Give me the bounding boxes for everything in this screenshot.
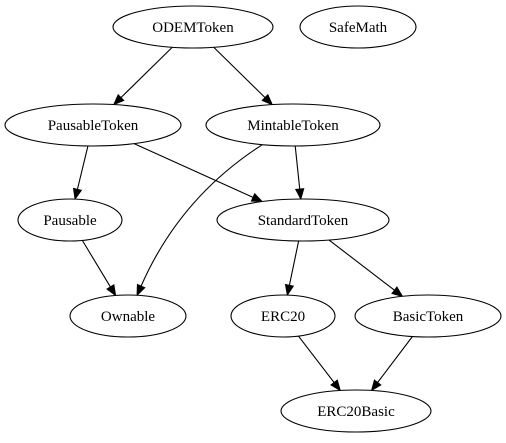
- arrowhead-icon: [391, 286, 404, 298]
- arrowhead-icon: [112, 93, 125, 106]
- node-ellipse: [17, 198, 123, 242]
- edge-line: [76, 145, 89, 190]
- edge-mintabletoken-to-standardtoken: [294, 145, 305, 201]
- node-mintabletoken: MintableToken: [205, 103, 381, 147]
- node-ellipse: [299, 5, 417, 49]
- arrowhead-icon: [261, 93, 274, 106]
- edge-line: [288, 240, 300, 286]
- node-label: BasicToken: [393, 309, 464, 325]
- node-label: ODEMToken: [152, 20, 234, 36]
- node-ellipse: [354, 294, 502, 338]
- arrowhead-icon: [284, 283, 295, 297]
- node-ellipse: [4, 103, 182, 147]
- arrowhead-icon: [106, 284, 117, 297]
- edge-basictoken-to-erc20basic: [370, 336, 413, 392]
- edge-line: [140, 144, 263, 287]
- node-label: ERC20: [261, 309, 305, 325]
- arrowhead-icon: [294, 188, 305, 201]
- edge-line: [294, 145, 301, 190]
- arrowhead-icon: [370, 379, 382, 392]
- node-pausabletoken: PausableToken: [4, 103, 182, 147]
- node-ellipse: [69, 294, 187, 338]
- edge-standardtoken-to-basictoken: [328, 239, 404, 298]
- edge-line: [213, 46, 266, 99]
- edge-line: [377, 336, 413, 383]
- edge-odem-to-pausabletoken: [112, 46, 173, 106]
- node-basictoken: BasicToken: [354, 294, 502, 338]
- node-erc20: ERC20: [230, 294, 336, 338]
- node-label: ERC20Basic: [317, 404, 395, 420]
- edge-line: [328, 239, 395, 291]
- node-ellipse: [205, 103, 381, 147]
- edge-pausable-to-ownable: [81, 240, 117, 297]
- arrowhead-icon: [250, 192, 264, 203]
- edge-mintabletoken-to-ownable: [136, 144, 263, 297]
- node-ellipse: [230, 294, 336, 338]
- node-label: Pausable: [43, 213, 97, 229]
- node-ellipse: [216, 198, 390, 242]
- edge-pausabletoken-to-pausable: [72, 145, 89, 201]
- arrowhead-icon: [330, 379, 342, 392]
- edge-erc20-to-erc20basic: [297, 335, 342, 392]
- edge-standardtoken-to-erc20: [284, 240, 300, 297]
- node-safemath: SafeMath: [299, 5, 417, 49]
- node-erc20basic: ERC20Basic: [280, 389, 432, 433]
- edge-line: [297, 335, 335, 383]
- node-label: StandardToken: [258, 213, 349, 229]
- node-odem: ODEMToken: [112, 5, 274, 49]
- node-ellipse: [280, 389, 432, 433]
- edge-odem-to-mintabletoken: [213, 46, 274, 106]
- node-label: Ownable: [101, 309, 155, 325]
- edge-line: [133, 143, 254, 198]
- arrowhead-icon: [72, 187, 83, 201]
- node-ownable: Ownable: [69, 294, 187, 338]
- edge-line: [120, 46, 173, 98]
- node-label: SafeMath: [329, 20, 388, 36]
- edge-line: [81, 240, 111, 288]
- node-ellipse: [112, 5, 274, 49]
- node-label: PausableToken: [48, 118, 139, 134]
- edge-pausabletoken-to-standardtoken: [133, 143, 264, 203]
- node-standardtoken: StandardToken: [216, 198, 390, 242]
- node-label: MintableToken: [247, 118, 339, 134]
- node-pausable: Pausable: [17, 198, 123, 242]
- arrowhead-icon: [136, 283, 146, 297]
- edges-layer: [72, 46, 413, 392]
